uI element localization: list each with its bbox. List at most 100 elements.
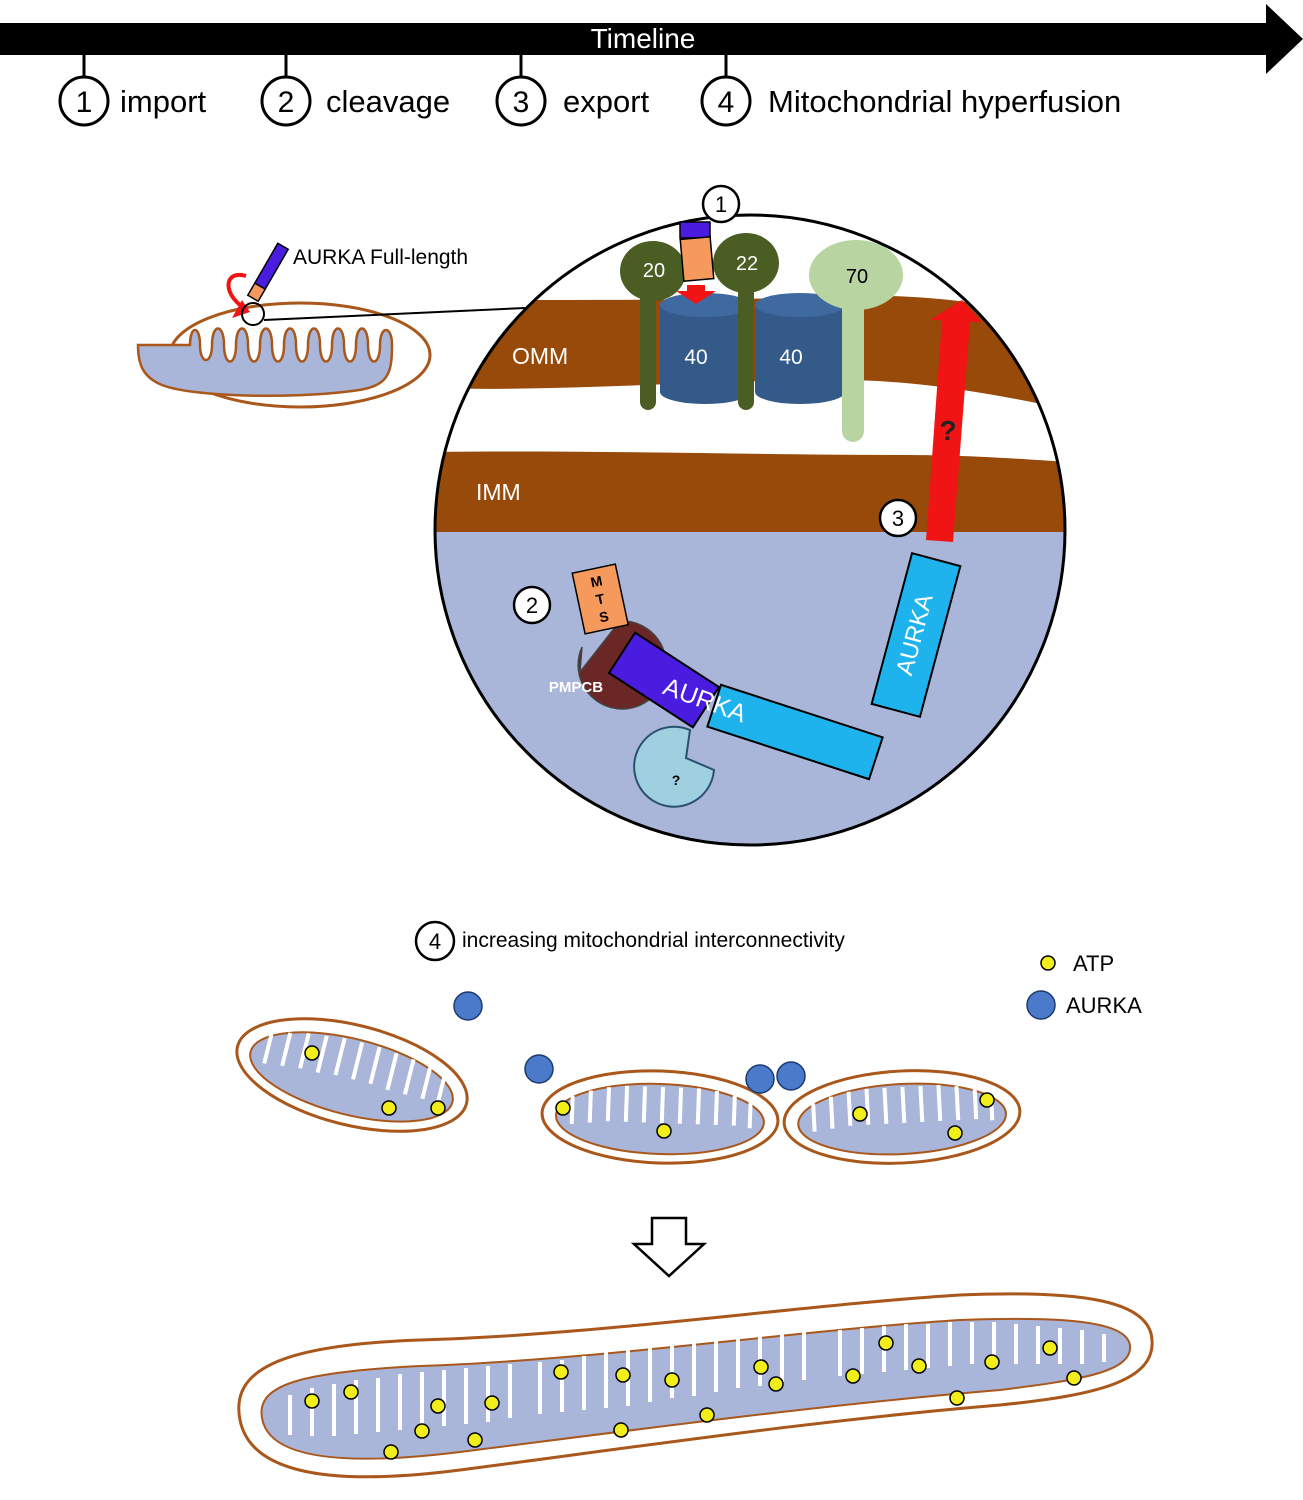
atp-dot [753,1359,769,1375]
mts-letter: M [589,572,604,590]
import-step-number: 1 [715,192,727,217]
atp-dot [383,1444,399,1460]
timeline-step-hyperfusion: 4 Mitochondrial hyperfusion [700,55,1121,127]
tom40-label-a: 40 [684,346,707,369]
atp-dot [911,1358,927,1374]
atp-dot [852,1106,868,1122]
mitochondrion-small-2 [540,1069,780,1165]
fusion-step-badge [414,920,456,962]
membrane-detail-circle: OMM IMM 40 40 20 22 70 [433,184,1067,847]
timeline-arrowhead [1266,4,1303,74]
unknown-protease-label: ? [672,772,681,788]
fusion-caption: increasing mitochondrial interconnectivi… [462,929,845,952]
step-badge [700,75,752,127]
aurka-dots [453,991,806,1094]
timeline-title: Timeline [591,23,696,54]
legend-atp-label: ATP [1073,951,1114,976]
fusion-section: 4 increasing mitochondrial interconnecti… [235,920,1154,1479]
atp-dot [304,1045,320,1061]
mts-letter: S [598,608,610,626]
exporting-aurka: AURKA [870,551,962,719]
timeline: Timeline 1 import 2 cleavage 3 export 4 … [0,4,1303,127]
atp-dot [381,1100,397,1116]
zoom-line [263,307,526,321]
atp-dot [878,1335,894,1351]
mts-letter: T [594,590,606,608]
aurka-full-length-protein [246,242,290,303]
legend: ATP AURKA [1026,951,1142,1020]
fusion-step-number: 4 [429,929,441,954]
import-arrowhead [232,300,250,318]
step-badge [260,75,312,127]
mitochondrion-hyperfused [237,1292,1154,1479]
tom70-receptor: 70 [809,240,903,442]
tom40-label-b: 40 [779,346,802,369]
atp-dot [1066,1370,1082,1386]
step-number: 3 [513,86,530,119]
unknown-protease [633,725,716,808]
atp-dot [1042,1340,1058,1356]
legend-atp-dot [1040,955,1056,971]
tom40-channel: 40 [755,293,845,404]
atp-dot [984,1354,1000,1370]
atp-dot [768,1376,784,1392]
matrix-area [435,532,1065,845]
export-step-badge [878,498,918,538]
tom22-label: 22 [736,253,758,275]
atp-dot [343,1384,359,1400]
atp-dot [947,1125,963,1141]
atp-dot [699,1407,715,1423]
tom20-label: 20 [643,260,665,282]
cleavage-step-badge [512,585,552,625]
step-label: import [120,84,207,119]
import-arrow [676,285,716,304]
aurka-dot [745,1064,775,1094]
atp-dot [613,1422,629,1438]
protein-label: AURKA Full-length [293,246,468,269]
export-arrow: ? [926,300,982,542]
crista-matrix [136,327,394,398]
atp-dot [949,1390,965,1406]
atp-dot [615,1367,631,1383]
atp-dot [304,1393,320,1409]
atp-dot [553,1364,569,1380]
aurka-light-domain [706,683,884,781]
cleavage-step-number: 2 [526,593,538,618]
omm-label: OMM [512,343,568,369]
timeline-step-import: 1 import [58,55,207,127]
import-step-badge [701,184,741,224]
step-label: cleavage [326,84,450,119]
atp-dot [664,1372,680,1388]
pmpcb-label: PMPCB [549,679,603,696]
import-curved-arrow [226,272,247,307]
tom22-receptor: 22 [713,233,779,410]
mitochondrion-small-3 [782,1069,1022,1165]
cleaved-mts: M T S [571,563,630,635]
atp-dot [467,1432,483,1448]
imm-label: IMM [476,479,521,505]
atp-dots-separate [304,1045,995,1141]
aurka-dot [524,1054,554,1084]
mitochondrion-overview: AURKA Full-length [136,242,526,409]
down-arrow-icon [630,1216,708,1278]
timeline-step-export: 3 export [495,55,650,127]
atp-dot [555,1100,571,1116]
detail-circle-outline [433,213,1067,847]
timeline-step-cleavage: 2 cleavage [260,55,450,127]
atp-dot [430,1100,446,1116]
legend-aurka-label: AURKA [1066,993,1142,1018]
step-number: 2 [278,86,295,119]
zoom-circle [241,302,265,326]
atp-dot [430,1398,446,1414]
inner-membrane [435,451,1065,533]
importing-aurka [679,221,715,283]
mitochondrion-small-1 [235,1017,469,1133]
step-label: export [563,84,650,119]
aurka-dot [776,1061,806,1091]
step-label: Mitochondrial hyperfusion [768,84,1121,119]
aurka-dot [453,991,483,1021]
tom40-channel: 40 [660,293,750,404]
atp-dot [414,1423,430,1439]
tom70-label: 70 [846,266,868,288]
